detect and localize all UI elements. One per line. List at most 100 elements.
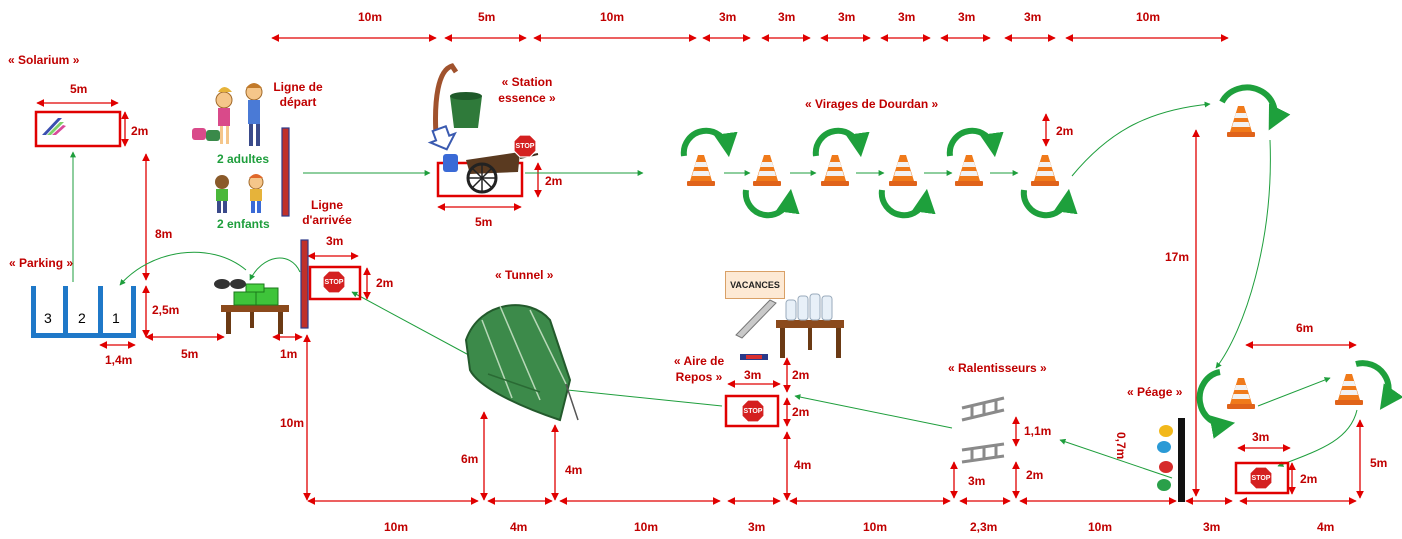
start-line-title: Ligne de départ: [273, 80, 323, 109]
tunnel-title: « Tunnel »: [495, 268, 554, 282]
measure-label: 3m: [1024, 10, 1042, 24]
measure-label: 4m: [1317, 520, 1335, 534]
cart-icon: [466, 152, 539, 194]
stop-sign-icon: STOP: [513, 134, 537, 158]
measure-label: 3m: [719, 10, 737, 24]
hose-icon: [433, 63, 459, 136]
stop-label: STOP: [743, 407, 763, 415]
stop-label: STOP: [515, 142, 535, 150]
vacances-sign: VACANCES: [725, 271, 785, 299]
bar-icon: [740, 354, 768, 360]
table-with-items: [221, 283, 289, 334]
cone-icon: [1031, 155, 1059, 186]
measure-label: 5m: [70, 82, 88, 96]
measure-label: 10m: [1136, 10, 1161, 24]
bucket-icon: [450, 92, 482, 128]
measure-label: 3m: [838, 10, 856, 24]
adults-icon: [215, 83, 263, 146]
measure-label: 4m: [794, 458, 812, 472]
measure-label: 4m: [565, 463, 583, 477]
measure-label: 3m: [898, 10, 916, 24]
measure-label: 10m: [384, 520, 409, 534]
measure-label: 10m: [863, 520, 888, 534]
cone-icon: [753, 155, 781, 186]
measure-label: 2m: [376, 276, 394, 290]
water-bottles-table: [776, 293, 844, 358]
children-label: 2 enfants: [217, 217, 270, 231]
towel-icon: [42, 118, 66, 135]
measure-label: 3m: [744, 368, 762, 382]
measure-label: 2m: [792, 368, 810, 382]
start-line-post: [281, 127, 290, 217]
bags-icon: [192, 128, 220, 141]
measure-label: 2,5m: [152, 303, 180, 317]
toll-balls: [1157, 425, 1173, 491]
cone-icon: [1227, 378, 1255, 409]
speed-bumps-title: « Ralentisseurs »: [948, 361, 1047, 375]
finish-line-post: [300, 239, 309, 329]
measure-label: 2,3m: [970, 520, 998, 534]
measure-label: 3m: [1252, 430, 1270, 444]
turns-title: « Virages de Dourdan »: [805, 97, 939, 111]
flow-path: [70, 101, 1358, 479]
cone-icon: [687, 155, 715, 186]
parking-slot-label: 3: [44, 310, 52, 326]
stop-sign-icon: STOP: [322, 270, 346, 294]
measure-label: 3m: [778, 10, 796, 24]
measure-label: 2m: [1056, 124, 1074, 138]
cone-icon: [955, 155, 983, 186]
turn-arrows: [680, 84, 1402, 439]
measure-label: 2m: [792, 405, 810, 419]
measure-label: 10m: [600, 10, 625, 24]
solarium-title: « Solarium »: [8, 53, 80, 67]
measure-label: 2m: [1300, 472, 1318, 486]
solarium-area: [34, 110, 122, 148]
toll-barrier: [1178, 418, 1185, 502]
measure-label: 2m: [131, 124, 149, 138]
measure-label: 3m: [1203, 520, 1221, 534]
finish-line-title: Ligne d'arrivée: [302, 198, 352, 227]
measure-label: 4m: [510, 520, 528, 534]
measure-label: 10m: [358, 10, 383, 24]
measure-label: 5m: [478, 10, 496, 24]
measure-label: 10m: [634, 520, 659, 534]
measure-label: 17m: [1165, 250, 1190, 264]
gas-station-title: « Station essence »: [498, 75, 556, 105]
children-icon: [215, 174, 264, 213]
measure-label: 5m: [1370, 456, 1388, 470]
water-jug-icon: [443, 154, 458, 172]
measure-label: 6m: [1296, 321, 1314, 335]
down-arrow-icon: [427, 124, 457, 151]
measure-label: 0,7m: [1114, 432, 1128, 460]
measure-label: 5m: [181, 347, 199, 361]
mat-icon: [735, 299, 777, 339]
measure-label: 6m: [461, 452, 479, 466]
parking-area: [31, 286, 136, 338]
parking-slot-label: 1: [112, 310, 120, 326]
stop-label: STOP: [324, 278, 344, 286]
dimension-arrows: [36, 99, 1364, 501]
speed-bumps: [961, 396, 1005, 464]
cone-icon: [1335, 374, 1363, 405]
parking-title: « Parking »: [9, 256, 74, 270]
measure-label: 3m: [748, 520, 766, 534]
measure-label: 1,1m: [1024, 424, 1052, 438]
measure-label: 10m: [1088, 520, 1113, 534]
cone-icon: [1227, 106, 1255, 137]
stop-sign-icon: STOP: [741, 399, 765, 423]
measure-label: 3m: [968, 474, 986, 488]
finish-stop-box: [308, 265, 362, 301]
measure-label: 1m: [280, 347, 298, 361]
sleep-mask-icon: [214, 279, 246, 289]
tunnel-icon: [464, 304, 579, 422]
rest-area-title: « Aire de Repos »: [673, 354, 725, 384]
stop-label: STOP: [1251, 474, 1271, 482]
parking-slot-label: 2: [78, 310, 86, 326]
end-stop-box: [1234, 461, 1290, 495]
measure-label: 3m: [326, 234, 344, 248]
measure-label: 1,4m: [105, 353, 133, 367]
cone-icon: [821, 155, 849, 186]
measure-label: 8m: [155, 227, 173, 241]
measure-label: 2m: [1026, 468, 1044, 482]
